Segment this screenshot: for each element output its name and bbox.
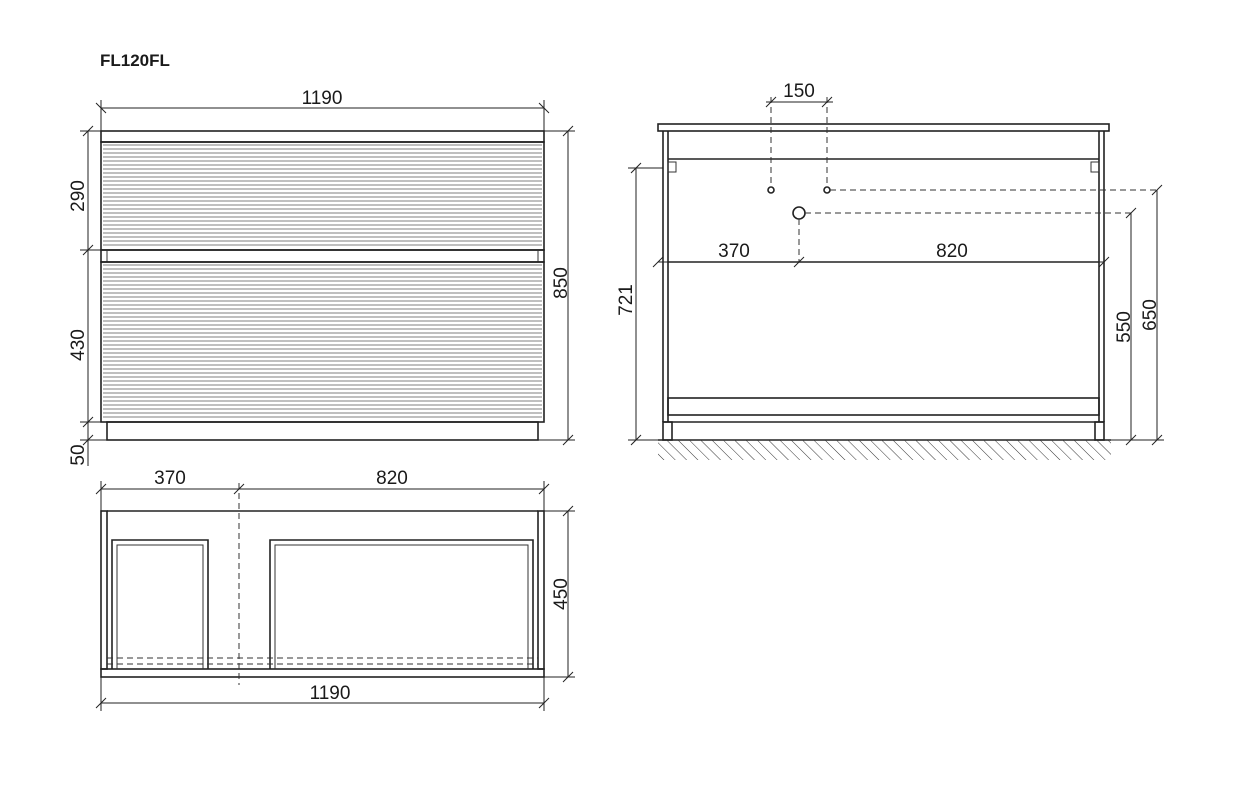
back-right-label: 820 <box>936 241 968 262</box>
drain-hole <box>792 206 806 220</box>
front-drawer-bottom-ribs <box>103 264 542 418</box>
back-bottom-shelf <box>667 397 1100 416</box>
model-title: FL120FL <box>100 51 170 70</box>
front-view: 1190 850 290 430 50 <box>68 88 575 466</box>
back-left-label: 370 <box>718 241 750 262</box>
back-countertop <box>657 123 1110 132</box>
front-drawer-bottom-label: 430 <box>68 329 89 361</box>
plan-width-label: 1190 <box>310 683 351 704</box>
front-countertop <box>100 130 545 143</box>
water-hole-left <box>767 186 775 194</box>
front-drawer-gap <box>100 249 545 263</box>
front-plinth-label: 50 <box>68 444 89 465</box>
plan-left-label: 370 <box>154 468 186 489</box>
front-width-label: 1190 <box>302 88 343 109</box>
back-view: 150 370 820 721 550 650 <box>616 81 1164 460</box>
plan-view: 370 820 450 1190 <box>95 468 575 711</box>
floor-hatch <box>658 440 1111 460</box>
back-hole-spacing-label: 150 <box>783 81 815 102</box>
front-drawer-top-ribs <box>103 144 542 246</box>
water-hole-right <box>823 186 831 194</box>
plan-right-compartment <box>269 539 534 669</box>
back-height-721-label: 721 <box>616 284 637 316</box>
front-drawer-top <box>100 141 545 251</box>
plan-right-label: 820 <box>376 468 408 489</box>
front-drawer-top-label: 290 <box>68 180 89 212</box>
front-height-label: 850 <box>551 267 572 299</box>
plan-depth-label: 450 <box>551 578 572 610</box>
back-height-550-label: 550 <box>1114 311 1135 343</box>
front-plinth <box>106 421 539 441</box>
plan-left-compartment <box>111 539 209 669</box>
plan-front-edge <box>100 668 545 678</box>
front-drawer-bottom <box>100 261 545 423</box>
back-height-650-label: 650 <box>1140 299 1161 331</box>
